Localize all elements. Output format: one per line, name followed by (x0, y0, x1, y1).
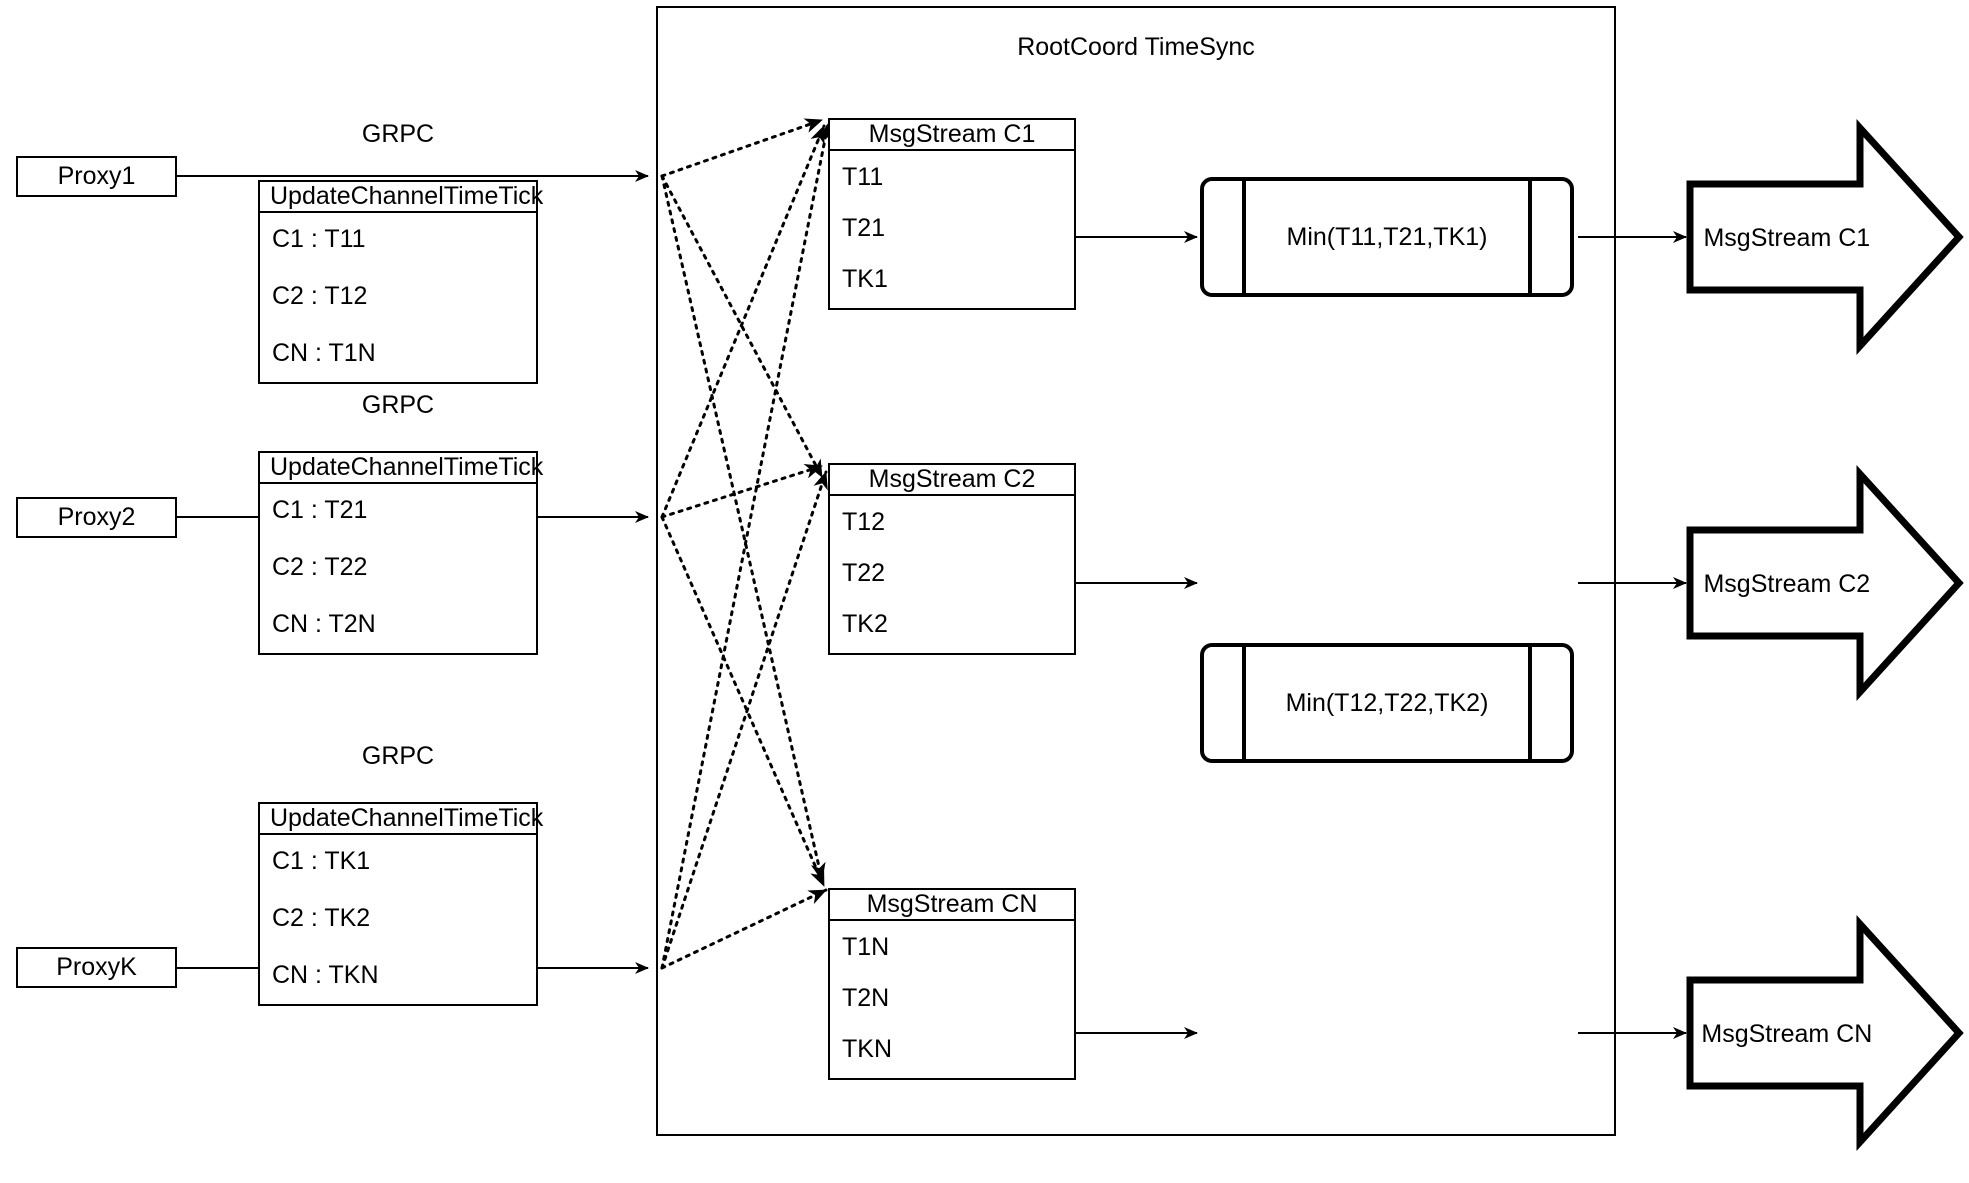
proxy-box-3[interactable]: ProxyK (16, 947, 177, 988)
msgstream-box-1: MsgStream C1 T11 T21 TK1 (828, 118, 1076, 310)
msgstream-entry: TK1 (842, 265, 888, 293)
grpc-label-2: GRPC (361, 391, 435, 419)
proxy-label-1: Proxy1 (57, 162, 136, 190)
uct-entry: CN : TKN (272, 961, 379, 989)
update-channel-timetick-box-3: UpdateChannelTimeTick C1 : TK1 C2 : TK2 … (258, 802, 543, 1006)
min-label-2: Min(T12,T22,TK2) (1285, 688, 1489, 717)
msgstream-entry: TK2 (842, 610, 888, 638)
uct-title-2: UpdateChannelTimeTick (260, 453, 543, 484)
uct-entry: C1 : TK1 (272, 847, 371, 875)
msgstream-entry: T11 (842, 163, 884, 191)
min-process-box-1: Min(T11,T21,TK1) (1200, 177, 1574, 297)
proxy-label-3: ProxyK (56, 953, 137, 981)
uct-entry: C1 : T11 (272, 225, 366, 253)
uct-entry: CN : T2N (272, 610, 376, 638)
process-bar-right (1528, 643, 1532, 763)
grpc-label-3: GRPC (361, 742, 435, 770)
rootcoord-timesync-container (656, 6, 1616, 1136)
update-channel-timetick-box-2: UpdateChannelTimeTick C1 : T21 C2 : T22 … (258, 451, 543, 655)
msgstream-entry: T1N (842, 933, 890, 961)
output-label-2: MsgStream C2 (1703, 570, 1871, 598)
msgstream-entries-1: T11 T21 TK1 (830, 151, 1074, 318)
proxy-box-2[interactable]: Proxy2 (16, 497, 177, 538)
uct-entry: C2 : T12 (272, 282, 368, 310)
min-label-1: Min(T11,T21,TK1) (1286, 222, 1488, 251)
msgstream-entry: T2N (842, 984, 890, 1012)
process-bar-left (1242, 177, 1246, 297)
msgstream-title-1: MsgStream C1 (830, 120, 1074, 151)
uct-entry: CN : T1N (272, 339, 376, 367)
msgstream-entry: T21 (842, 214, 886, 242)
rootcoord-timesync-title: RootCoord TimeSync (1017, 33, 1255, 61)
msgstream-title-2: MsgStream C2 (830, 465, 1074, 496)
grpc-label-1: GRPC (361, 120, 435, 148)
uct-entry: C2 : TK2 (272, 904, 371, 932)
msgstream-box-2: MsgStream C2 T12 T22 TK2 (828, 463, 1076, 655)
msgstream-entries-2: T12 T22 TK2 (830, 496, 1074, 663)
proxy-box-1[interactable]: Proxy1 (16, 156, 177, 197)
uct-title-3: UpdateChannelTimeTick (260, 804, 543, 835)
output-label-3: MsgStream CN (1701, 1020, 1873, 1048)
msgstream-entries-3: T1N T2N TKN (830, 921, 1074, 1088)
proxy-label-2: Proxy2 (57, 503, 136, 531)
uct-title-1: UpdateChannelTimeTick (260, 182, 543, 213)
msgstream-title-3: MsgStream CN (830, 890, 1074, 921)
msgstream-entry: T12 (842, 508, 886, 536)
process-bar-right (1528, 177, 1532, 297)
msgstream-entry: TKN (842, 1035, 892, 1063)
uct-entry: C1 : T21 (272, 496, 368, 524)
output-block-arrow-3: MsgStream CN (1690, 924, 1959, 1142)
output-block-arrow-2: MsgStream C2 (1690, 474, 1959, 692)
msgstream-entry: T22 (842, 559, 886, 587)
uct-entries-2: C1 : T21 C2 : T22 CN : T2N (260, 484, 536, 669)
uct-entries-3: C1 : TK1 C2 : TK2 CN : TKN (260, 835, 536, 1020)
min-process-box-2: Min(T12,T22,TK2) (1200, 643, 1574, 763)
output-label-1: MsgStream C1 (1703, 224, 1871, 252)
update-channel-timetick-box-1: UpdateChannelTimeTick C1 : T11 C2 : T12 … (258, 180, 543, 384)
msgstream-box-3: MsgStream CN T1N T2N TKN (828, 888, 1076, 1080)
uct-entries-1: C1 : T11 C2 : T12 CN : T1N (260, 213, 536, 398)
process-bar-left (1242, 643, 1246, 763)
uct-entry: C2 : T22 (272, 553, 368, 581)
output-block-arrow-1: MsgStream C1 (1690, 128, 1959, 346)
